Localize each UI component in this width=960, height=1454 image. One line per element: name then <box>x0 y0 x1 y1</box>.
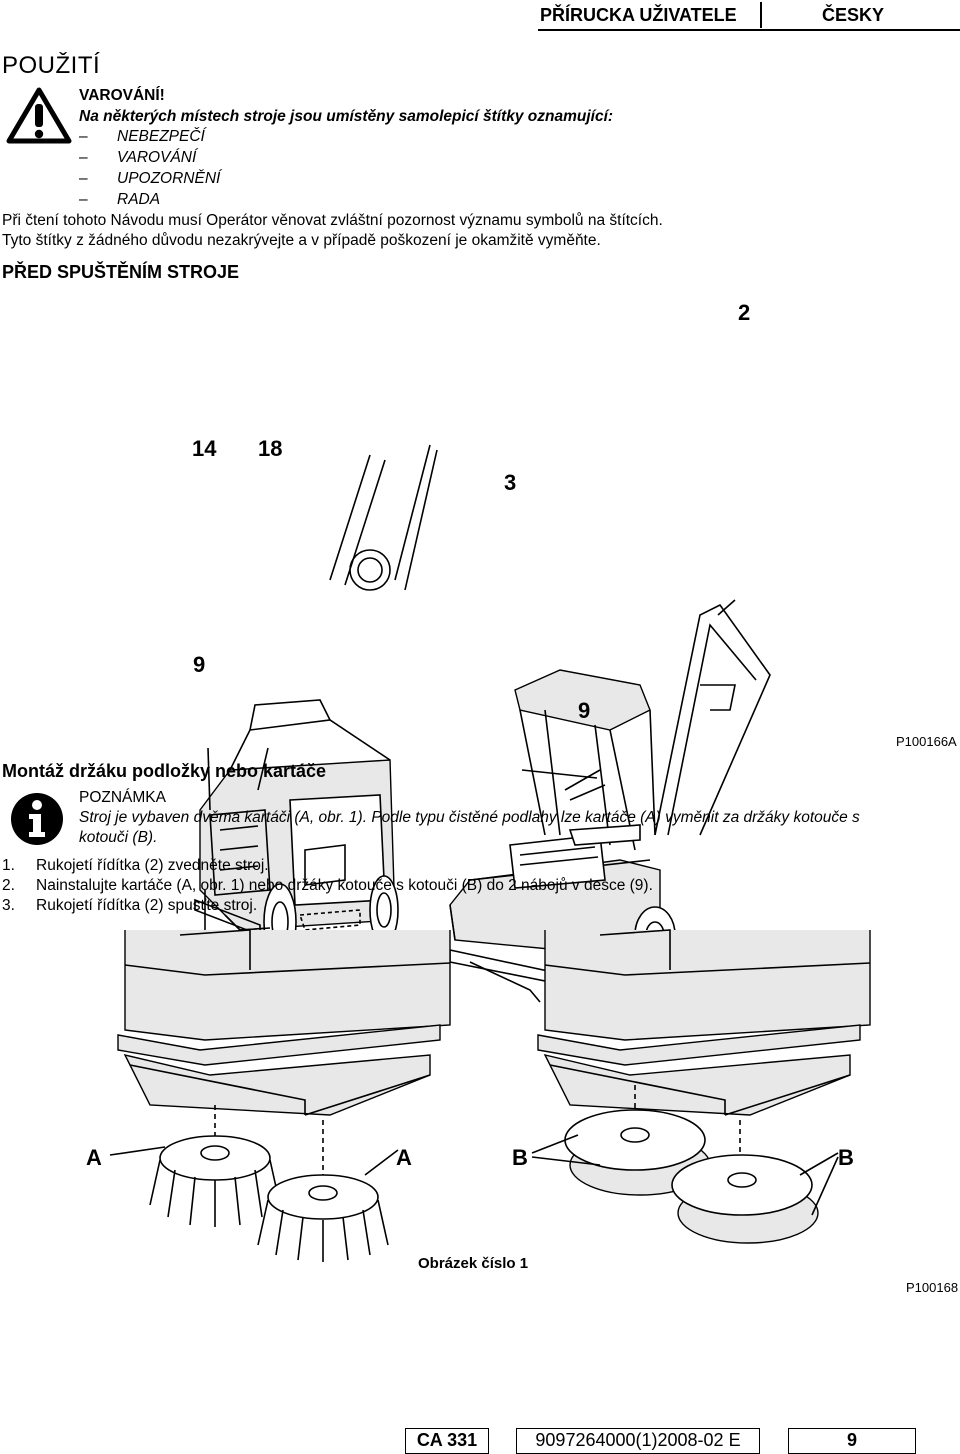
figure-code: P100166A <box>896 734 957 749</box>
step-number: 2. <box>2 877 15 894</box>
list-item: – <box>79 191 88 208</box>
list-item-warning: VAROVÁNÍ <box>117 149 197 166</box>
section-title-use: POUŽITÍ <box>2 52 101 79</box>
callout-9-right: 9 <box>578 698 591 723</box>
note-text-continued: kotouči (B). <box>79 829 158 846</box>
paragraph-symbols: Při čtení tohoto Návodu musí Operátor vě… <box>2 212 663 229</box>
figure-caption: Obrázek číslo 1 <box>418 1255 529 1272</box>
label-b-left: B <box>512 1145 528 1170</box>
step-text: Rukojetí řídítka (2) zvedněte stroj. <box>36 857 269 874</box>
machine-right-drawing <box>449 603 771 1003</box>
note-text: Stroj je vybaven dvěma kartáči (A, obr. … <box>79 809 860 826</box>
callout-3: 3 <box>504 470 517 495</box>
header-manual-title: PŘÍRUCKA UŽIVATELE <box>540 5 737 25</box>
info-icon <box>11 793 63 845</box>
base-left-drawing <box>117 929 451 1190</box>
machine-illustration <box>194 444 771 1003</box>
machine-left-drawing <box>194 444 438 961</box>
figure-code: P100168 <box>906 1280 959 1295</box>
list-item: – <box>79 128 88 145</box>
step-number: 3. <box>2 897 15 914</box>
callout-18: 18 <box>258 436 283 461</box>
warning-title: VAROVÁNÍ! <box>79 87 165 104</box>
list-item: – <box>79 149 88 166</box>
header-rule <box>538 29 960 31</box>
brush-pad-illustration <box>109 929 871 1262</box>
step-text: Nainstalujte kartáče (A, obr. 1) nebo dr… <box>36 877 653 894</box>
step-text: Rukojetí řídítka (2) spusťte stroj. <box>36 897 258 914</box>
header-language: ČESKY <box>822 5 885 25</box>
warning-triangle-icon <box>6 87 72 144</box>
label-a-left: A <box>86 1145 102 1170</box>
label-b-right: B <box>838 1145 854 1170</box>
section-title-before-start: PŘED SPUŠTĚNÍM STROJE <box>2 262 240 282</box>
note-label: POZNÁMKA <box>79 789 166 806</box>
footer-doc-number: 9097264000(1)2008-02 E <box>516 1428 760 1454</box>
header-divider <box>760 2 762 28</box>
list-item: – <box>79 170 88 187</box>
list-item-tip: RADA <box>117 191 161 208</box>
list-item-danger: NEBEZPEČÍ <box>117 128 205 145</box>
callout-2: 2 <box>738 300 751 325</box>
label-a-right: A <box>396 1145 412 1170</box>
label-arrows <box>109 1134 839 1216</box>
step-number: 1. <box>2 857 15 874</box>
callout-14: 14 <box>192 436 217 461</box>
callout-9-left: 9 <box>193 652 206 677</box>
footer-model: CA 331 <box>405 1428 489 1454</box>
warning-intro: Na některých místech stroje jsou umístěn… <box>79 108 614 125</box>
footer-page-number: 9 <box>788 1428 916 1454</box>
base-right-drawing <box>537 929 871 1160</box>
subsection-title-mounting: Montáž držáku podložky nebo kartáče <box>2 761 327 781</box>
paragraph-labels: Tyto štítky z žádného důvodu nezakrývejt… <box>2 232 601 249</box>
brushes-a-drawing <box>149 1135 389 1262</box>
pad-holders-b-drawing <box>564 1109 819 1244</box>
list-item-caution: UPOZORNĚNÍ <box>117 170 221 187</box>
